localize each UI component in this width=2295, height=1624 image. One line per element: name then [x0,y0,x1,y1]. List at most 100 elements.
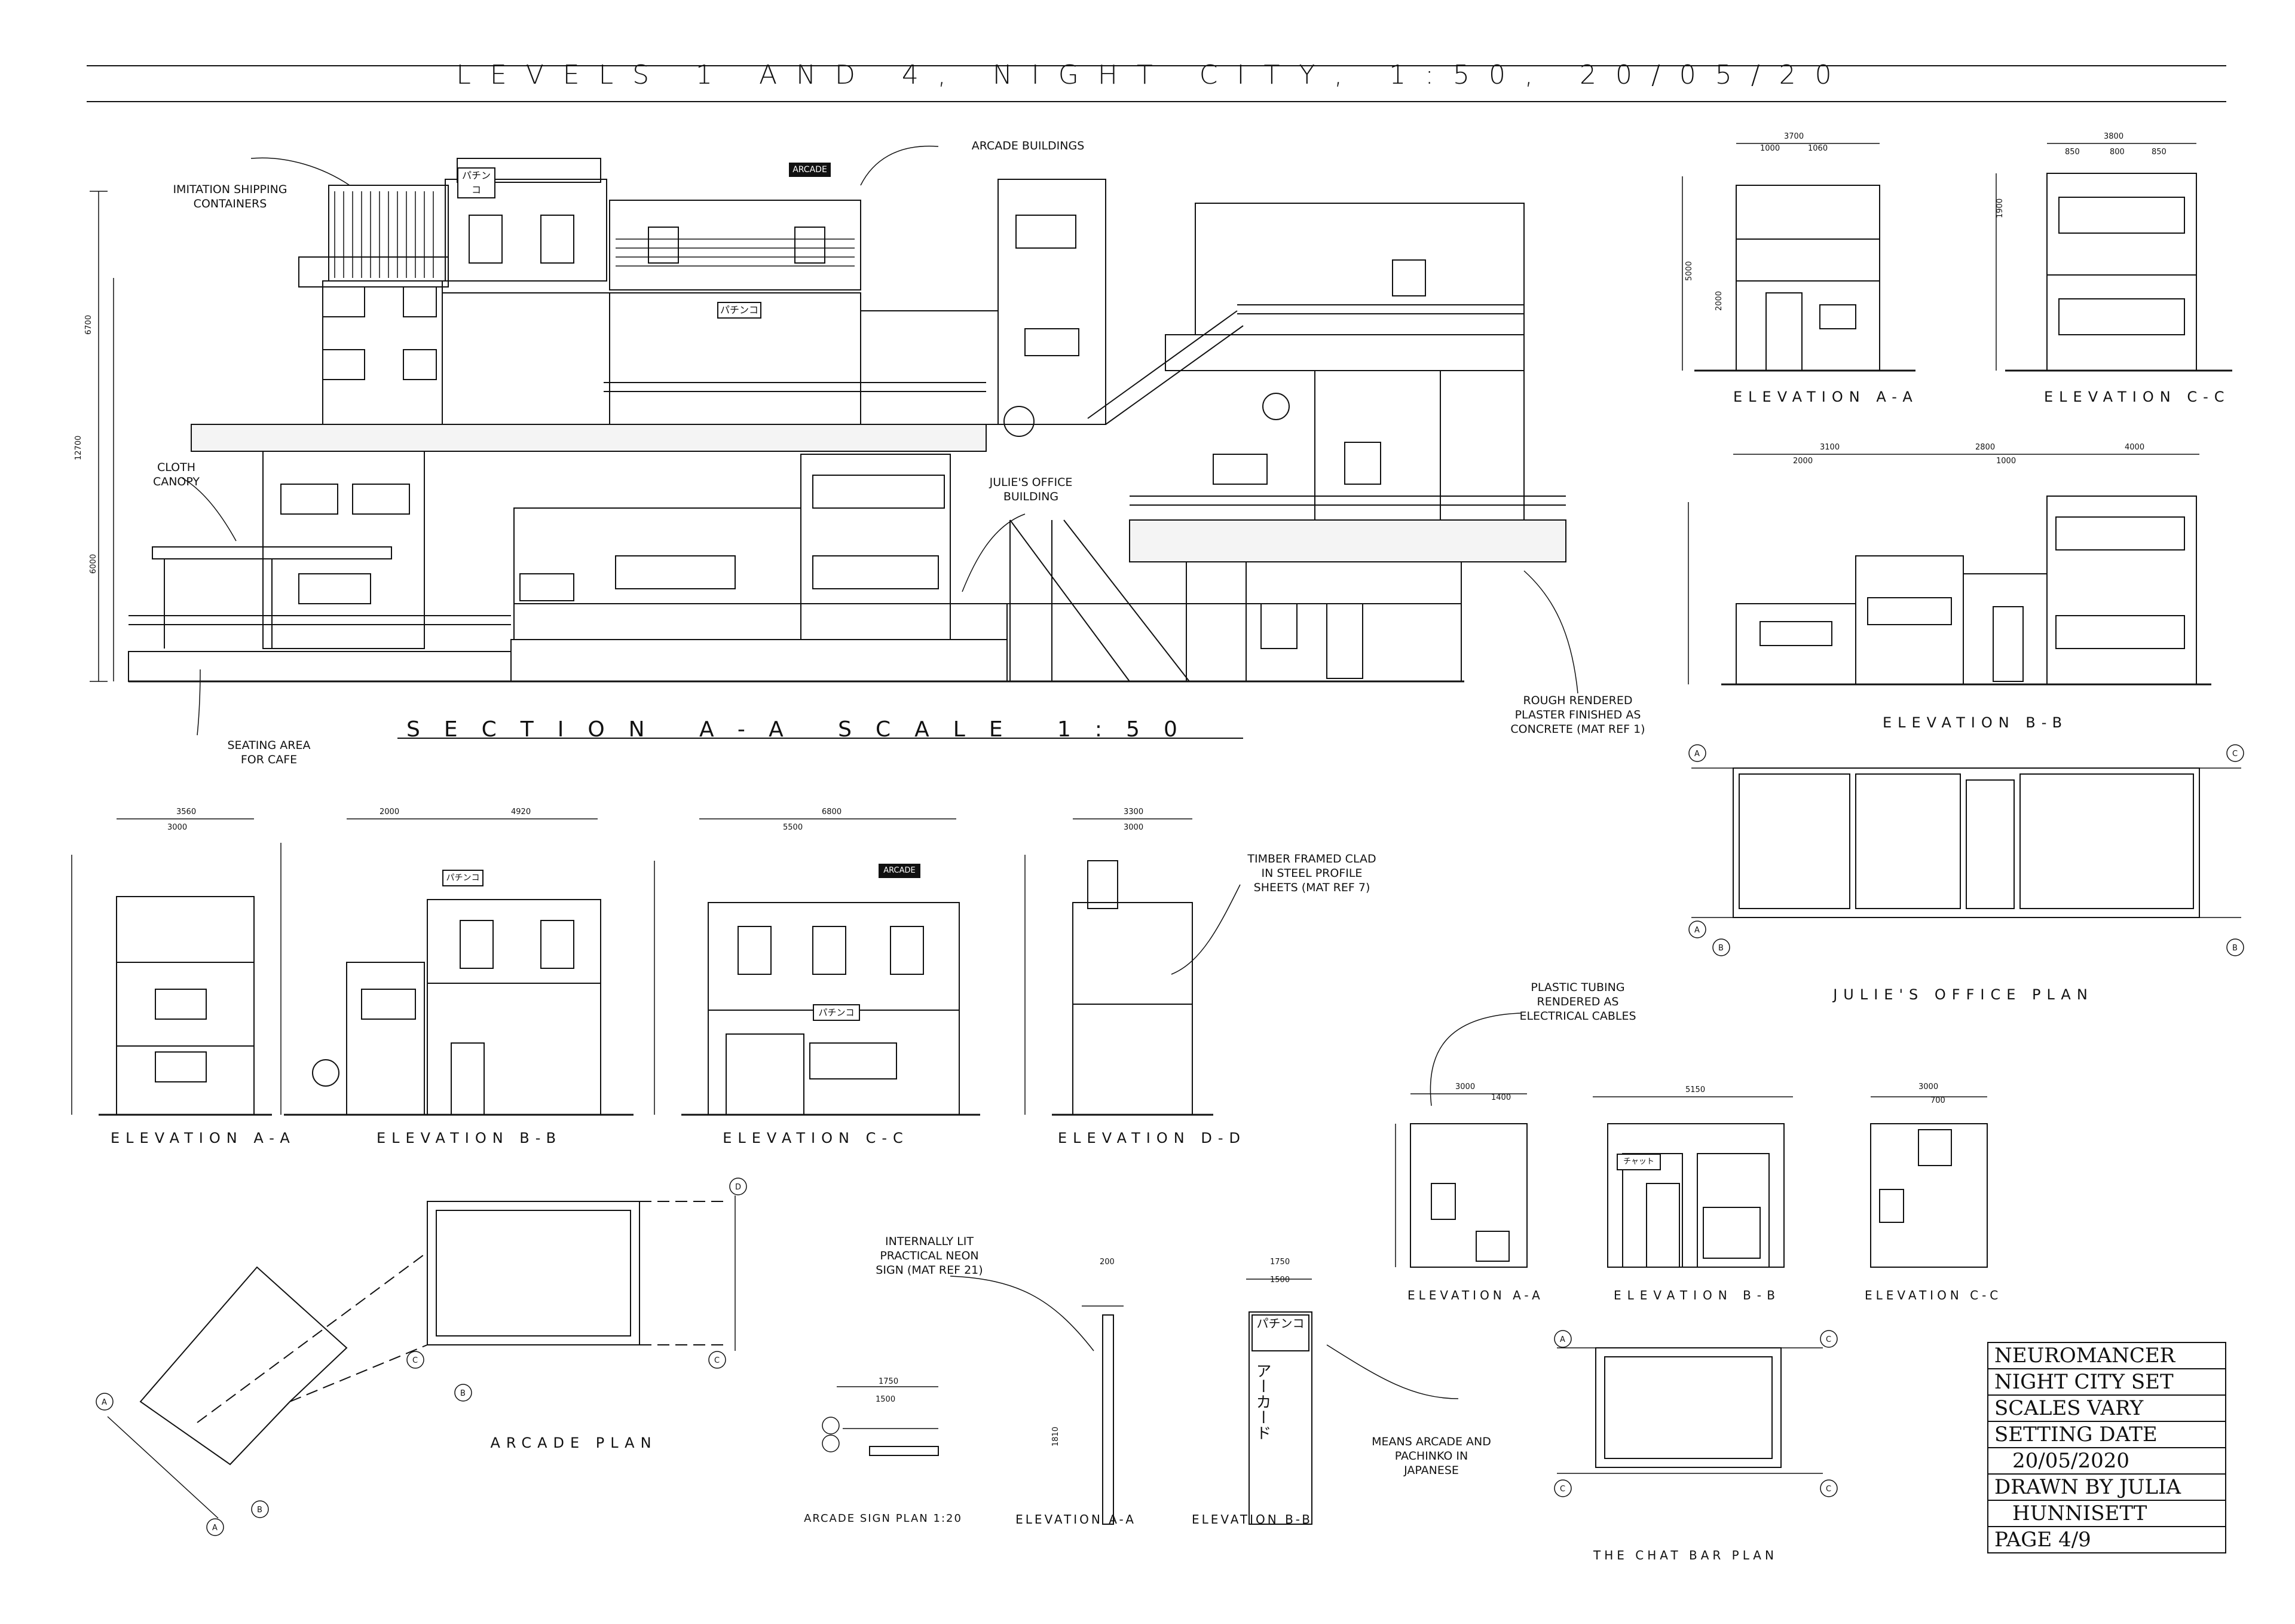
sign-pachinko-4: パチンコ [813,1004,860,1021]
note-seating-area: SEATING AREA FOR CAFE [227,739,311,766]
office-elevations [1682,143,2241,918]
dim-office-aa-1: 1000 [1760,144,1780,153]
dim-arcade-aa-0: 3560 [176,808,196,816]
dim-office-bb-0: 3100 [1820,443,1840,452]
grid-c-5: C [1560,1485,1565,1494]
section-caption: SECTION A-A SCALE 1:50 [406,717,1201,742]
note-containers: IMITATION SHIPPING CONTAINERS [173,183,287,210]
chat-plan-label: THE CHAT BAR PLAN [1593,1548,1777,1562]
grid-a-4: A [212,1524,218,1533]
grid-c-1: C [2232,750,2238,759]
arcade-elev-cc-label: ELEVATION C-C [723,1130,909,1146]
note-cloth-canopy: CLOTH CANOPY [152,461,200,488]
note-neon-sign: INTERNALLY LIT PRACTICAL NEON SIGN (MAT … [876,1235,983,1277]
section-drawing [128,158,1566,683]
dim-section-2: 12700 [74,436,83,460]
dim-sign-elev-5: 1810 [1051,1427,1060,1446]
dim-chat-aa-0: 3000 [1455,1082,1475,1091]
dim-office-aa-0: 3700 [1784,132,1804,141]
note-arcade-buildings: ARCADE BUILDINGS [971,139,1085,152]
leader-lines [182,145,1578,975]
sign-elev-aa-label: ELEVATION A-A [1015,1512,1136,1527]
tb-project: NEUROMANCER [1987,1342,2226,1368]
dim-office-aa-4: 2000 [1715,291,1724,311]
tb-drawn-by: DRAWN BY JULIA [1987,1473,2226,1500]
dim-chat-bb-0: 5150 [1685,1085,1705,1094]
sign-drawings [837,1276,1459,1525]
dim-arcade-cc-1: 5500 [783,823,803,832]
dim-chat-aa-1: 1400 [1491,1093,1511,1102]
tb-setting-date: 20/05/2020 [1987,1447,2226,1473]
grid-c-3: C [412,1356,418,1365]
office-elev-cc-label: ELEVATION C-C [2044,389,2230,405]
grid-b-3: B [257,1506,262,1515]
sign-arcade-2: ARCADE [879,864,920,878]
dim-arcade-bb-1: 4920 [511,808,531,816]
sign-pachinko-2: パチンコ [717,302,761,319]
note-plastic-tubing: PLASTIC TUBING RENDERED AS ELECTRICAL CA… [1519,981,1636,1023]
chat-bar-drawings [1395,1013,1988,1474]
dim-office-cc-4: 1900 [1996,198,2005,218]
tb-scales: SCALES VARY [1987,1394,2226,1421]
grid-c-4: C [1826,1335,1831,1344]
dim-chat-cc-1: 700 [1930,1096,1945,1105]
grid-d-1: D [735,1183,741,1192]
title-block: NEUROMANCER NIGHT CITY SET SCALES VARY S… [1987,1342,2226,1553]
office-elev-aa-label: ELEVATION A-A [1733,389,1918,405]
grid-b-4: B [460,1389,466,1398]
dim-arcade-cc-0: 6800 [822,808,842,816]
dim-section-4: 6000 [89,554,98,574]
grid-b-2: B [2232,944,2238,953]
dim-sign-elev-7: 1750 [1270,1258,1290,1267]
grid-markers [96,744,2244,1536]
dim-office-cc-3: 850 [2152,148,2167,157]
grid-a-2: A [1694,926,1700,935]
office-plan-label: JULIE'S OFFICE PLAN [1833,986,2094,1003]
dim-sign-elev-9: 1500 [1270,1276,1290,1284]
dim-office-cc-1: 850 [2065,148,2080,157]
grid-a-5: A [1560,1335,1565,1344]
arcade-elev-bb-label: ELEVATION B-B [376,1130,562,1146]
tb-set: NIGHT CITY SET [1987,1368,2226,1394]
dim-arcade-dd-0: 3300 [1124,808,1143,816]
tb-setting-date-label: SETTING DATE [1987,1421,2226,1447]
note-rough-render: ROUGH RENDERED PLASTER FINISHED AS CONCR… [1510,694,1645,736]
dim-arcade-aa-1: 3000 [167,823,187,832]
dim-sign-plan-0: 1750 [879,1377,898,1386]
chat-elev-cc-label: ELEVATION C-C [1865,1288,2002,1302]
arcade-plan-label: ARCADE PLAN [490,1435,657,1451]
tb-page: PAGE 4/9 [1987,1526,2226,1553]
sign-plan-label: ARCADE SIGN PLAN 1:20 [804,1512,962,1525]
note-arcade-japanese: MEANS ARCADE AND PACHINKO IN JAPANESE [1372,1435,1491,1477]
sign-pachinko-elev: パチンコ [1256,1316,1305,1331]
sign-pachinko-1: パチンコ [457,167,495,198]
dim-sign-plan-2: 1500 [876,1395,895,1404]
tb-author: HUNNISETT [1987,1500,2226,1526]
dim-office-aa-2: 1060 [1808,144,1828,153]
grid-c-2: C [714,1356,720,1365]
grid-b-1: B [1718,944,1724,953]
note-julies-office: JULIE'S OFFICE BUILDING [989,476,1073,503]
dim-office-bb-2: 4000 [2125,443,2144,452]
dim-office-bb-3: 2000 [1793,457,1813,466]
sheet-title: LEVELS 1 AND 4, NIGHT CITY, 1:50, 20/05/… [456,60,1851,90]
chat-elev-bb-label: ELEVATION B-B [1613,1288,1782,1302]
office-elev-bb-label: ELEVATION B-B [1882,714,2068,731]
section-dims [90,191,114,682]
sign-chat: チャット [1617,1154,1661,1170]
grid-a-3: A [102,1398,107,1407]
sign-pachinko-3: パチンコ [442,870,484,886]
dim-arcade-dd-1: 3000 [1124,823,1143,832]
dim-office-cc-2: 800 [2110,148,2125,157]
sign-elev-bb-label: ELEVATION B-B [1191,1512,1313,1527]
arcade-elev-aa-label: ELEVATION A-A [111,1130,296,1146]
dim-sign-elev-0: 200 [1100,1258,1115,1267]
note-timber-clad: TIMBER FRAMED CLAD IN STEEL PROFILE SHEE… [1247,852,1376,894]
dim-office-bb-4: 1000 [1996,457,2016,466]
sign-arcade-1: ARCADE [789,163,831,177]
dim-chat-cc-0: 3000 [1918,1082,1938,1091]
dim-section-0: 6700 [84,315,93,335]
dim-office-bb-1: 2800 [1975,443,1995,452]
